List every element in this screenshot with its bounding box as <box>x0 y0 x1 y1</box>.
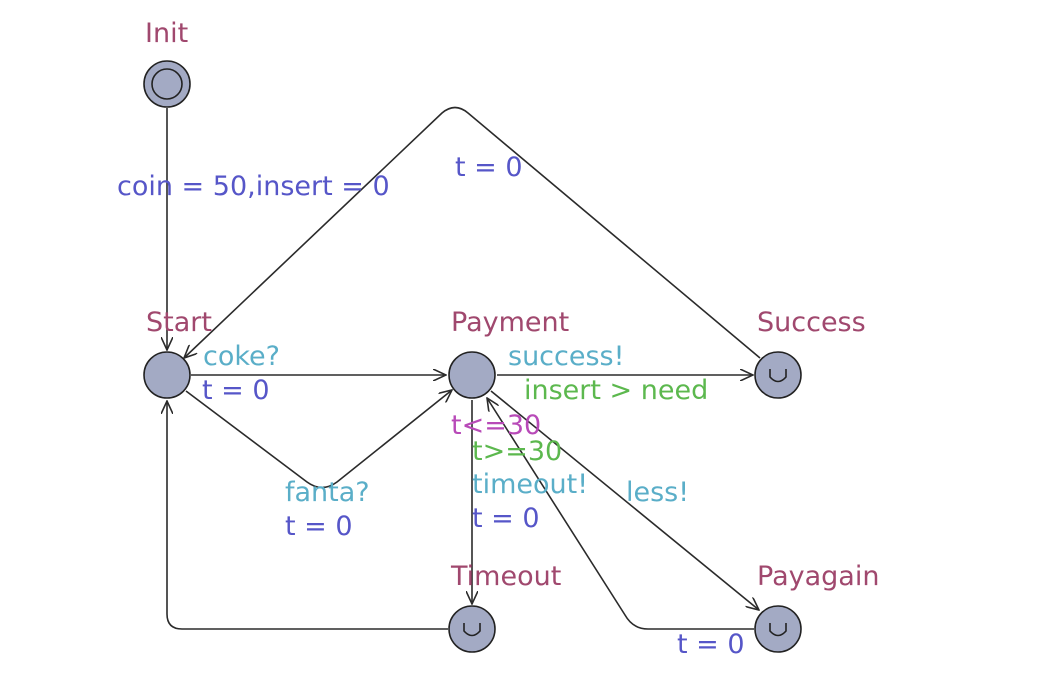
timeout-sync-label: timeout! <box>472 469 588 500</box>
urgent-marker-icon <box>769 369 787 383</box>
location-init-name: Init <box>145 18 188 49</box>
location-payagain-name: Payagain <box>757 561 879 592</box>
fanta-assignment-label: t = 0 <box>285 511 353 542</box>
payment-invariant-label: t<=30 <box>451 410 541 441</box>
location-payagain-circle <box>754 605 802 653</box>
success-sync-label: success! <box>508 341 624 372</box>
edge-payagain-payment[interactable] <box>487 398 754 630</box>
location-start[interactable]: Start <box>143 307 212 399</box>
location-payagain[interactable]: Payagain <box>754 561 879 653</box>
less-sync-label: less! <box>626 477 689 508</box>
location-timeout[interactable]: Timeout <box>448 561 561 653</box>
timeout-guard-label: t>=30 <box>472 436 562 467</box>
success-guard-label: insert > need <box>524 375 708 406</box>
location-timeout-circle <box>448 605 496 653</box>
timeout-assignment-label: t = 0 <box>472 503 540 534</box>
edge-payment-payagain[interactable] <box>490 390 759 610</box>
edge-start-payment-fanta[interactable] <box>185 390 452 489</box>
coke-assignment-label: t = 0 <box>202 375 270 406</box>
payagain-assignment-label: t = 0 <box>677 629 745 660</box>
location-payment-name: Payment <box>451 307 569 338</box>
init-start-assignment-label: coin = 50,insert = 0 <box>117 171 390 202</box>
location-init-circle <box>143 60 191 108</box>
location-timeout-name: Timeout <box>450 561 561 592</box>
location-start-circle <box>143 351 191 399</box>
location-success-name: Success <box>757 307 866 338</box>
location-success[interactable]: Success <box>754 307 866 399</box>
success-start-assignment-label: t = 0 <box>455 152 523 183</box>
location-success-circle <box>754 351 802 399</box>
urgent-marker-icon <box>463 623 481 637</box>
edge-timeout-start[interactable] <box>167 401 448 630</box>
location-payment[interactable]: Payment <box>448 307 569 399</box>
edge-success-start[interactable] <box>184 106 761 359</box>
fanta-sync-label: fanta? <box>285 477 370 508</box>
coke-sync-label: coke? <box>203 341 280 372</box>
initial-marker-icon <box>151 68 183 100</box>
location-payment-circle <box>448 351 496 399</box>
location-start-name: Start <box>146 307 212 338</box>
urgent-marker-icon <box>769 623 787 637</box>
location-init[interactable]: Init <box>143 18 191 108</box>
